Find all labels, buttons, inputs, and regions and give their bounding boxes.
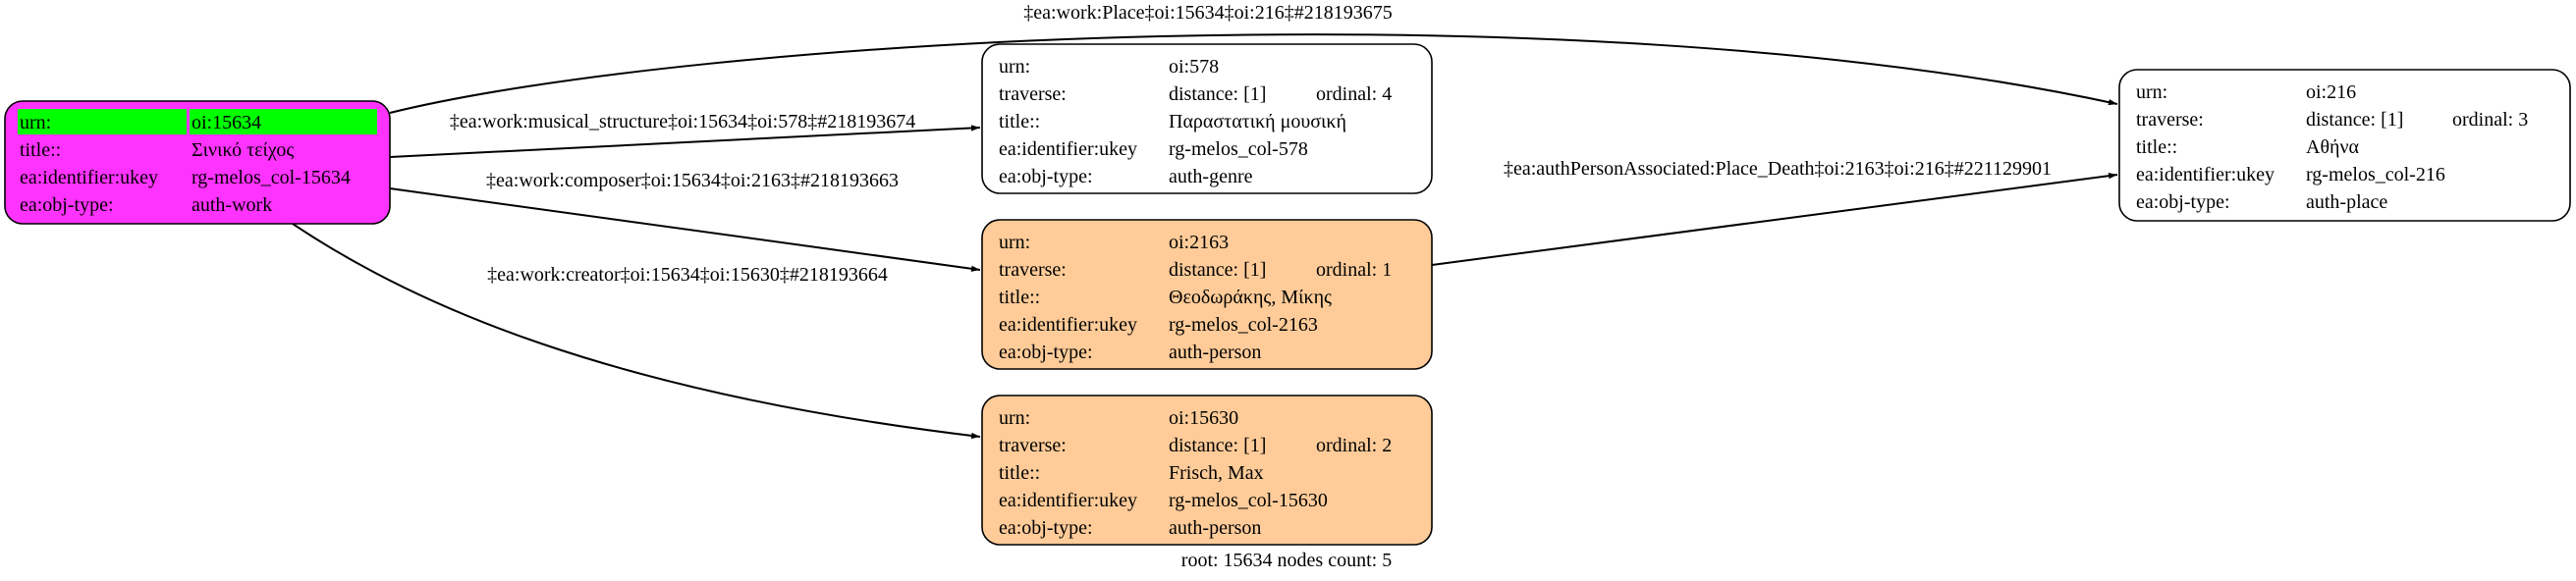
node-row-value: oi:15634 [192,112,261,133]
node-row-value: Frisch, Max [1169,462,1264,484]
node-row-value: distance: [1] [2306,109,2403,131]
node-row-key: traverse: [999,435,1067,456]
node-row-value: Αθήνα [2306,136,2360,158]
edge-2163-216: ‡ea:authPersonAssociated:Place_Death‡oi:… [1431,158,2118,266]
node-row-value: rg-melos_col-578 [1169,138,1308,160]
node-box [2118,69,2571,222]
node-row-key: ea:obj-type: [999,517,1093,539]
edge-label: ‡ea:work:Place‡oi:15634‡oi:216‡#21819367… [1023,2,1393,24]
node-row-key: title:: [999,462,1040,484]
node-row-key: title:: [999,111,1040,132]
node-15630[interactable]: urn: oi:15630 traverse: distance: [1] ordina… [981,395,1433,546]
highlight-cell [18,109,187,134]
node-row-value: distance: [1] [1169,435,1266,456]
node-2163[interactable]: urn: oi:2163 traverse: distance: [1] ordinal… [981,219,1433,370]
node-row-key: title:: [2136,136,2177,158]
node-row-key: urn: [999,56,1030,78]
node-row-value: oi:2163 [1169,232,1229,253]
node-row-key: traverse: [2136,109,2204,131]
node-row-ordinal: ordinal: 1 [1316,259,1392,281]
node-row-key: ea:identifier:ukey [999,138,1137,160]
node-row-key: ea:identifier:ukey [999,314,1137,336]
edge-15634-2163: ‡ea:work:composer‡oi:15634‡oi:2163‡#2181… [389,170,981,272]
node-row-value: rg-melos_col-216 [2306,164,2445,185]
edge-15634-216: ‡ea:work:Place‡oi:15634‡oi:216‡#21819367… [389,2,2118,114]
edge-15634-578: ‡ea:work:musical_structure‡oi:15634‡oi:5… [389,111,981,158]
node-row-key: ea:obj-type: [999,166,1093,187]
node-box [981,395,1433,546]
node-row-value: oi:578 [1169,56,1219,78]
edges: ‡ea:work:Place‡oi:15634‡oi:216‡#21819367… [292,2,2118,440]
edge-label: ‡ea:authPersonAssociated:Place_Death‡oi:… [1504,158,2052,180]
node-row-key: ea:identifier:ukey [2136,164,2275,185]
node-row-value: auth-work [192,194,272,216]
node-row-value: rg-melos_col-2163 [1169,314,1318,336]
edge-15634-15630: ‡ea:work:creator‡oi:15634‡oi:15630‡#2181… [292,223,981,440]
node-row-value: oi:216 [2306,81,2356,103]
node-row-key: urn: [2136,81,2167,103]
node-row-value: distance: [1] [1169,83,1266,105]
node-row-ordinal: ordinal: 3 [2452,109,2528,131]
node-row-key: title:: [999,287,1040,308]
node-row-value: auth-place [2306,191,2387,213]
edge-line [389,33,2118,114]
node-row-value: Σινικό τείχος [192,139,294,161]
node-row-value: distance: [1] [1169,259,1266,281]
edge-label: ‡ea:work:composer‡oi:15634‡oi:2163‡#2181… [486,170,899,191]
node-row-value: auth-person [1169,342,1261,363]
node-row-key: traverse: [999,83,1067,105]
highlight-cell [190,109,377,134]
node-row-key: urn: [999,232,1030,253]
node-row-value: auth-genre [1169,166,1253,187]
node-row-value: rg-melos_col-15634 [192,167,351,188]
node-row-value: oi:15630 [1169,407,1238,429]
node-578[interactable]: urn: oi:578 traverse: distance: [1] ordinal:… [981,43,1433,194]
node-row-key: ea:obj-type: [999,342,1093,363]
edge-line [1431,173,2118,266]
node-row-value: Παραστατική μουσική [1169,111,1346,132]
edge-label: ‡ea:work:creator‡oi:15634‡oi:15630‡#2181… [487,264,888,286]
node-row-key: traverse: [999,259,1067,281]
node-row-key: ea:obj-type: [20,194,114,216]
graph-footer: root: 15634 nodes count: 5 [1181,550,1392,571]
node-row-key: urn: [999,407,1030,429]
node-row-key: ea:obj-type: [2136,191,2230,213]
node-box [981,43,1433,194]
node-row-key: title:: [20,139,61,161]
edge-line [389,125,981,158]
node-row-ordinal: ordinal: 4 [1316,83,1392,105]
node-row-key: ea:identifier:ukey [999,490,1137,511]
edge-label: ‡ea:work:musical_structure‡oi:15634‡oi:5… [450,111,915,132]
node-row-ordinal: ordinal: 2 [1316,435,1392,456]
node-row-key: ea:identifier:ukey [20,167,158,188]
node-row-value: auth-person [1169,517,1261,539]
node-row-value: rg-melos_col-15630 [1169,490,1328,511]
node-row-key: urn: [20,112,51,133]
edge-line [292,223,981,440]
node-216[interactable]: urn: oi:216 traverse: distance: [1] ordinal:… [2118,69,2571,222]
node-box [981,219,1433,370]
edge-line [389,187,981,272]
node-row-value: Θεοδωράκης, Μίκης [1169,287,1332,308]
